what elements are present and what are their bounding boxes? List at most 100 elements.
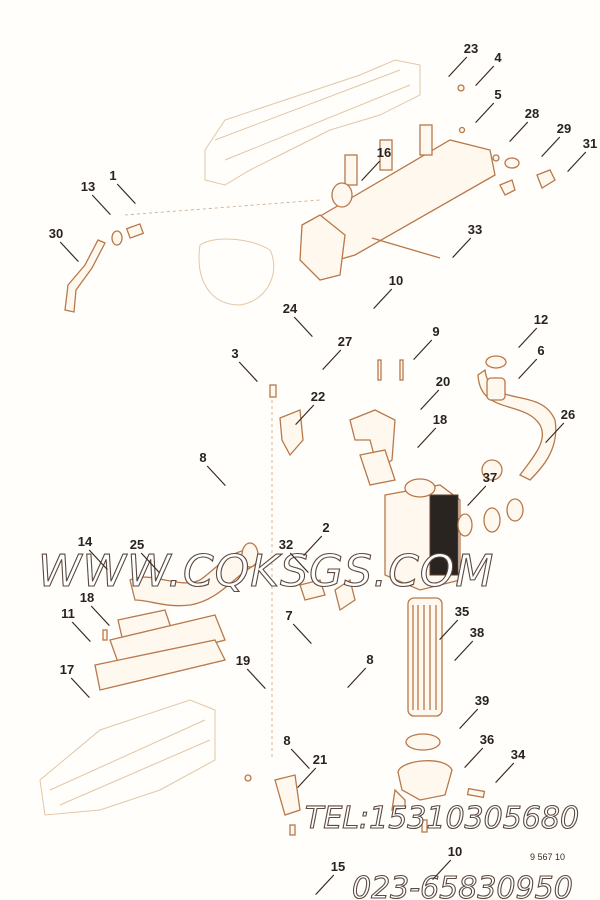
callout-24: 24 bbox=[283, 301, 298, 316]
leader-line bbox=[541, 136, 561, 158]
callout-32: 32 bbox=[279, 537, 293, 552]
leader-line bbox=[518, 327, 538, 349]
leader-line bbox=[59, 241, 79, 263]
callout-36: 36 bbox=[480, 732, 494, 747]
leader-line bbox=[420, 389, 440, 411]
leader-line bbox=[452, 237, 472, 259]
callout-3: 3 bbox=[231, 346, 238, 361]
leader-line bbox=[467, 485, 487, 507]
leader-line bbox=[347, 667, 367, 689]
callout-18: 18 bbox=[433, 412, 447, 427]
leader-line bbox=[140, 552, 160, 574]
leader-line bbox=[373, 288, 393, 310]
bolt-part bbox=[371, 237, 441, 259]
leader-line bbox=[91, 194, 111, 216]
callout-11: 11 bbox=[61, 606, 75, 621]
callout-18: 18 bbox=[80, 590, 94, 605]
leader-line bbox=[315, 874, 335, 896]
filter-housing-parts bbox=[244, 597, 486, 836]
callout-27: 27 bbox=[338, 334, 352, 349]
leader-line bbox=[71, 621, 91, 643]
leader-line bbox=[361, 160, 381, 182]
leader-line bbox=[238, 361, 258, 383]
callout-4: 4 bbox=[494, 50, 502, 65]
leader-line bbox=[545, 422, 565, 444]
leader-line bbox=[417, 427, 437, 449]
callout-1: 1 bbox=[109, 168, 116, 183]
callout-8: 8 bbox=[199, 450, 206, 465]
leader-line bbox=[206, 465, 226, 487]
leader-line bbox=[322, 349, 342, 371]
leader-line bbox=[289, 552, 309, 574]
callout-28: 28 bbox=[525, 106, 539, 121]
leader-line bbox=[297, 767, 317, 789]
callout-9: 9 bbox=[432, 324, 439, 339]
callout-13: 13 bbox=[81, 179, 95, 194]
callout-25: 25 bbox=[130, 537, 144, 552]
leader-line bbox=[432, 859, 452, 881]
cylinder-head-top-ghost bbox=[198, 59, 421, 306]
fitting-parts bbox=[457, 84, 556, 196]
callout-33: 33 bbox=[468, 222, 482, 237]
callout-31: 31 bbox=[583, 136, 597, 151]
callout-10: 10 bbox=[389, 273, 403, 288]
callout-10: 10 bbox=[448, 844, 462, 859]
leader-line bbox=[413, 339, 433, 361]
drawing-number: 9 567 10 bbox=[530, 852, 565, 862]
callout-35: 35 bbox=[455, 604, 469, 619]
callout-37: 37 bbox=[483, 470, 497, 485]
leader-line bbox=[448, 56, 468, 78]
callout-20: 20 bbox=[436, 374, 450, 389]
leader-line bbox=[246, 668, 266, 690]
callout-19: 19 bbox=[236, 653, 250, 668]
leader-line bbox=[88, 549, 108, 571]
callout-14: 14 bbox=[78, 534, 93, 549]
callout-5: 5 bbox=[494, 87, 501, 102]
callout-2: 2 bbox=[322, 520, 329, 535]
leader-line bbox=[464, 747, 484, 769]
leader-line bbox=[509, 121, 529, 143]
callout-30: 30 bbox=[49, 226, 63, 241]
callout-21: 21 bbox=[313, 752, 327, 767]
exhaust-elbow-gaskets bbox=[94, 542, 356, 691]
leader-line bbox=[290, 748, 310, 770]
leader-line bbox=[518, 358, 538, 380]
callout-38: 38 bbox=[470, 625, 484, 640]
leader-line bbox=[303, 535, 323, 557]
leader-line bbox=[495, 762, 515, 784]
leader-line bbox=[454, 640, 474, 662]
callout-6: 6 bbox=[537, 343, 544, 358]
callout-8: 8 bbox=[283, 733, 290, 748]
leader-line bbox=[90, 605, 110, 627]
leader-line bbox=[567, 151, 587, 173]
leader-line bbox=[116, 183, 136, 205]
callout-15: 15 bbox=[331, 859, 345, 874]
callout-39: 39 bbox=[475, 693, 489, 708]
callout-26: 26 bbox=[561, 407, 575, 422]
leader-line bbox=[475, 65, 495, 87]
coolant-hose-part bbox=[64, 223, 145, 313]
callout-16: 16 bbox=[377, 145, 391, 160]
leader-line bbox=[459, 708, 479, 730]
egr-components bbox=[269, 355, 557, 760]
watermark-site: WWW.CQKSGS.COM bbox=[38, 546, 494, 597]
callout-12: 12 bbox=[534, 312, 548, 327]
callout-8: 8 bbox=[366, 652, 373, 667]
watermark-tel: TEL:15310305680 bbox=[305, 801, 579, 836]
callout-29: 29 bbox=[557, 121, 571, 136]
exhaust-manifold-part bbox=[299, 124, 496, 281]
callout-22: 22 bbox=[311, 389, 325, 404]
callout-23: 23 bbox=[464, 41, 478, 56]
cylinder-head-bottom-ghost bbox=[39, 699, 216, 816]
leader-line bbox=[475, 102, 495, 124]
callout-17: 17 bbox=[60, 662, 74, 677]
watermark-phone: 023-65830950 bbox=[352, 871, 573, 900]
leader-line bbox=[295, 404, 315, 426]
callout-7: 7 bbox=[285, 608, 292, 623]
leader-line bbox=[293, 316, 313, 338]
callout-34: 34 bbox=[511, 747, 526, 762]
alignment-line bbox=[124, 199, 321, 216]
